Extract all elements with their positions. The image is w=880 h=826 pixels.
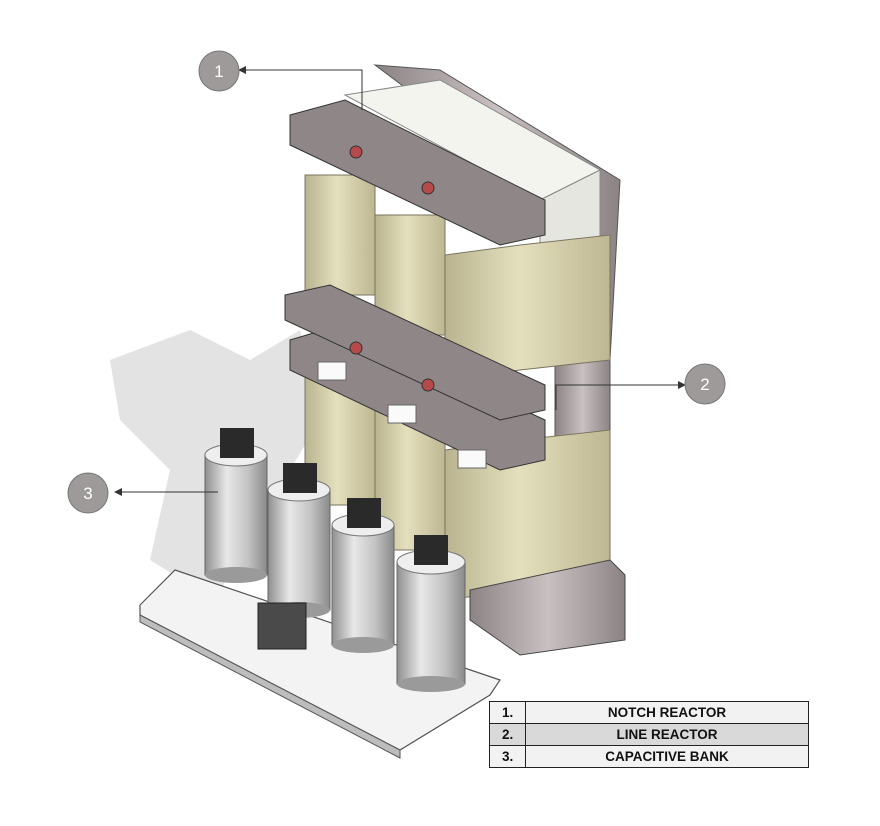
line-reactor-terminal-2 — [387, 404, 417, 424]
terminal-strip — [257, 602, 307, 650]
legend-row-label: NOTCH REACTOR — [525, 701, 809, 724]
notch-reactor-bottom-frame — [284, 284, 546, 421]
legend-row: 1. NOTCH REACTOR — [489, 701, 809, 724]
legend-table: 1. NOTCH REACTOR 2. LINE REACTOR 3. CAPA… — [489, 701, 809, 768]
line-reactor-terminal-1 — [317, 361, 347, 381]
line-reactor-bottom-frame — [469, 559, 626, 656]
notch-reactor-top-frame — [289, 99, 546, 246]
capacitor-4-terminal-block — [414, 535, 448, 565]
capacitor-3 — [331, 498, 395, 653]
capacitor-1-terminal-block — [220, 428, 254, 458]
leader-1 — [242, 69, 363, 110]
legend-row: 3. CAPACITIVE BANK — [489, 745, 809, 768]
line-reactor-bolt-2 — [421, 378, 435, 392]
callout-number-3: 3 — [83, 484, 92, 503]
line-reactor-terminal-3 — [457, 449, 487, 469]
callout-badge-3: 3 — [67, 472, 109, 514]
capacitor-2 — [267, 463, 331, 618]
capacitor-1 — [204, 428, 268, 583]
capacitor-3-terminal-block — [347, 498, 381, 528]
leader-3-arrow — [114, 488, 122, 496]
callout-badge-1: 1 — [198, 50, 240, 92]
leader-1-arrow — [238, 66, 246, 74]
legend-row-number: 2. — [489, 723, 526, 746]
legend-row-label: CAPACITIVE BANK — [525, 745, 809, 768]
capacitive-bank — [139, 428, 501, 759]
leader-2 — [555, 384, 682, 410]
mounting-plate-lip — [139, 614, 401, 759]
legend-row: 2. LINE REACTOR — [489, 723, 809, 746]
callout-number-1: 1 — [214, 62, 223, 81]
notch-reactor — [284, 64, 621, 421]
callout-number-2: 2 — [700, 375, 709, 394]
capacitor-4 — [396, 535, 466, 692]
callout-leaders — [114, 66, 686, 496]
line-reactor-bolt-1 — [349, 341, 363, 355]
capacitor-2-terminal-block — [283, 463, 317, 493]
legend-row-number: 1. — [489, 701, 526, 724]
legend-row-label: LINE REACTOR — [525, 723, 809, 746]
notch-reactor-coil-1 — [304, 174, 376, 296]
line-reactor — [289, 324, 626, 656]
leader-2-arrow — [678, 381, 686, 389]
legend-row-number: 3. — [489, 745, 526, 768]
notch-reactor-bolt-1 — [349, 145, 363, 159]
callout-badge-2: 2 — [684, 363, 726, 405]
notch-reactor-bolt-2 — [421, 181, 435, 195]
